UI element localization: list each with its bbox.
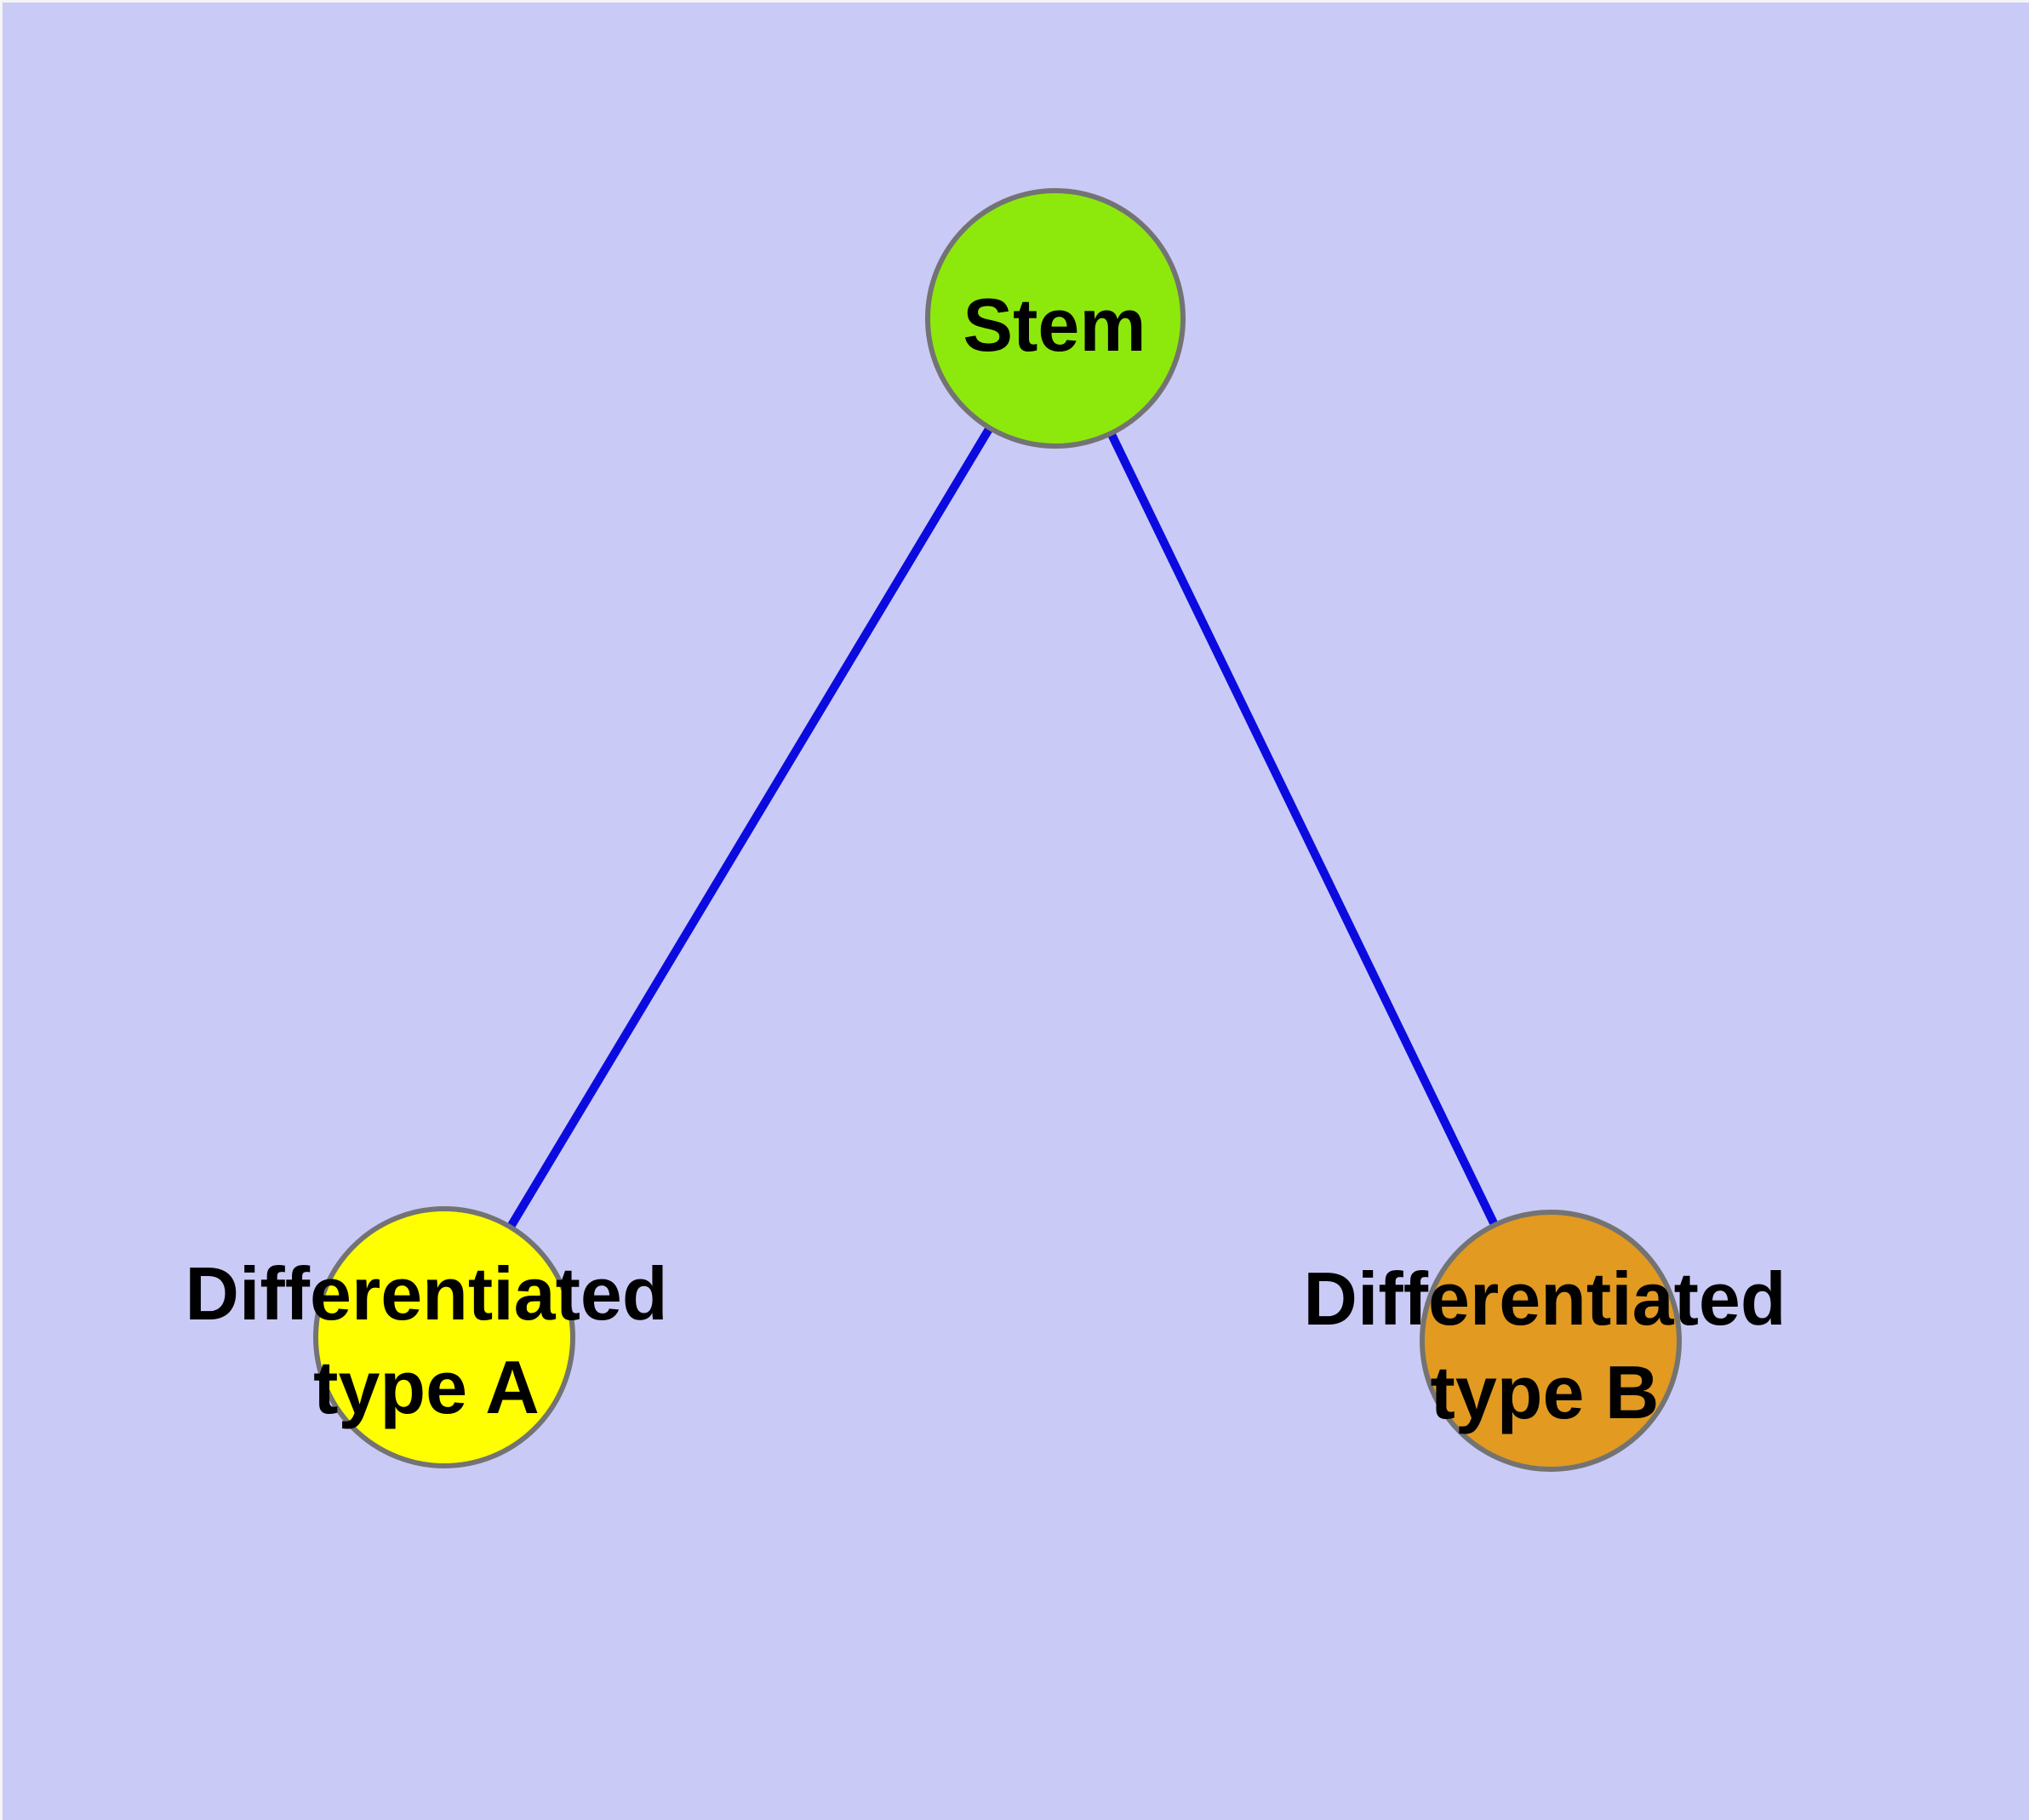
node-stem-label-line: Stem (963, 283, 1146, 367)
node-stem-label: Stem (963, 278, 1146, 372)
node-typeB-label-line: Differentiated (1303, 1256, 1786, 1341)
node-stem-circle (925, 188, 1186, 449)
node-typeB-label: Differentiated type B (1303, 1252, 1786, 1439)
diagram-svg (313, 188, 1682, 1472)
node-typeA-label: Differentiated type A (185, 1247, 667, 1434)
node-typeA-label-line: Differentiated (185, 1251, 668, 1336)
node-typeA-label-line: type A (313, 1345, 540, 1429)
edge-stem-typeB (1051, 316, 1555, 1343)
node-typeB-label-line: type B (1430, 1350, 1660, 1434)
node-typeA-circle (313, 1206, 575, 1468)
node-typeB-circle (1420, 1210, 1682, 1472)
edge-stem-typeA (440, 316, 1060, 1340)
